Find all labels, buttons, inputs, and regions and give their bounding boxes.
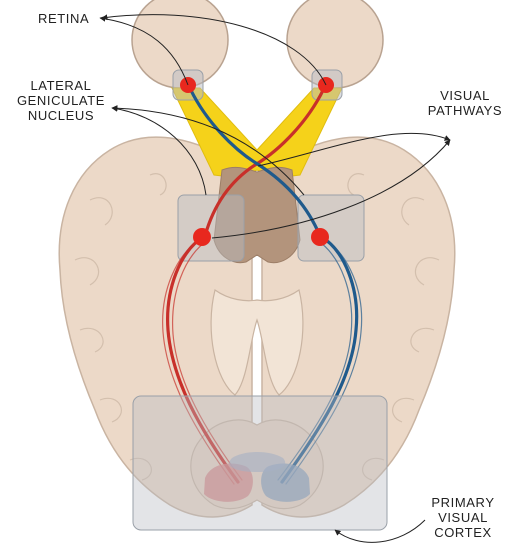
right-hemisphere — [261, 136, 456, 518]
cortex-box — [132, 395, 388, 531]
visual-cortex-right — [261, 463, 310, 502]
lgn-node-right — [311, 228, 329, 246]
label-retina: RETINA — [38, 11, 89, 26]
label-pathways-line2: PATHWAYS — [427, 103, 503, 118]
pathway-blue — [186, 82, 363, 485]
lgn-arrow-left — [111, 105, 207, 196]
pathways-arrow-1 — [211, 139, 451, 239]
visual-cortex-top — [229, 452, 286, 472]
label-cortex-line1: PRIMARY — [431, 495, 495, 510]
pathway-red — [162, 82, 328, 485]
label-lgn: LATERAL GENICULATE NUCLEUS — [8, 78, 114, 123]
lgn-box-right — [297, 194, 365, 262]
cortex-arrow — [334, 519, 426, 543]
eyes — [131, 0, 384, 89]
retina-arrow-left — [99, 15, 189, 86]
visual-cortex-left — [204, 463, 253, 502]
label-lgn-line1: LATERAL — [30, 78, 92, 93]
lgn-arrow-right — [111, 105, 305, 196]
label-retina-text: RETINA — [38, 11, 90, 26]
label-cortex: PRIMARY VISUAL CORTEX — [418, 495, 508, 540]
left-gyri — [74, 173, 167, 481]
label-pathways: VISUAL PATHWAYS — [420, 88, 510, 118]
label-lgn-line2: GENICULATE — [16, 93, 106, 108]
right-gyri — [347, 173, 440, 481]
label-cortex-line2: VISUAL — [438, 510, 488, 525]
lgn-node-left — [193, 228, 211, 246]
inner-cavity — [210, 288, 304, 396]
label-lgn-line3: NUCLEUS — [27, 108, 95, 123]
label-pathways-line1: VISUAL — [440, 88, 490, 103]
pathways-arrow-2 — [257, 132, 451, 167]
retina-arrow-right — [101, 14, 327, 86]
annotation-arrows — [99, 14, 451, 543]
label-cortex-line3: CORTEX — [434, 525, 492, 540]
